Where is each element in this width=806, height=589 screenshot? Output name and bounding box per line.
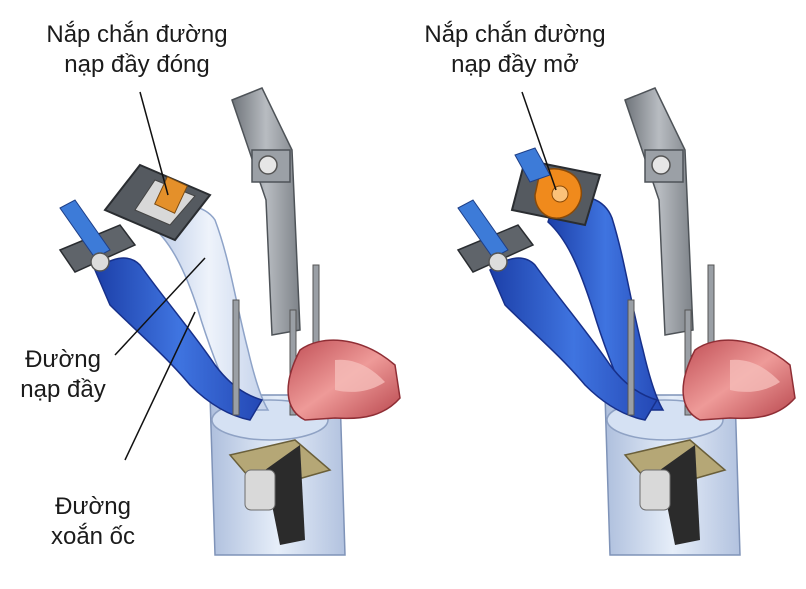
- label-flap-open-line1: Nắp chắn đường: [424, 21, 606, 48]
- sensor-left: [244, 469, 276, 511]
- valve-stem-left-1: [232, 299, 240, 416]
- right-assembly: [456, 87, 796, 556]
- label-fill-port-line2: nạp đầy: [20, 376, 106, 403]
- label-swirl-port-line1: Đường: [55, 493, 131, 520]
- label-flap-closed-line1: Nắp chắn đường: [46, 21, 228, 48]
- label-flap-open: Nắp chắn đường nạp đầy mở: [400, 20, 630, 80]
- leader-left-flap: [139, 91, 169, 196]
- leader-right-flap: [521, 91, 557, 191]
- lever-left: [59, 199, 111, 259]
- flap-closed-left: [154, 176, 188, 214]
- label-swirl-port: Đường xoắn ốc: [38, 492, 148, 552]
- label-fill-port: Đường nạp đầy: [8, 345, 118, 405]
- swirl-port-left: [94, 257, 264, 421]
- swirl-port-right: [489, 257, 659, 421]
- leader-fill-port: [114, 257, 206, 356]
- injector-right: [624, 87, 694, 336]
- injector-left: [231, 87, 301, 336]
- left-assembly: [58, 87, 401, 556]
- glow-plug-right: [660, 445, 700, 545]
- label-flap-open-line2: nạp đầy mở: [451, 51, 579, 78]
- glow-plug-left: [265, 445, 305, 545]
- label-swirl-port-line2: xoắn ốc: [50, 523, 136, 550]
- valve-stem-right-1: [627, 299, 635, 416]
- label-flap-closed: Nắp chắn đường nạp đầy đóng: [22, 20, 252, 80]
- label-flap-closed-line2: nạp đầy đóng: [64, 51, 210, 78]
- sensor-right: [639, 469, 671, 511]
- lever-right: [457, 199, 509, 259]
- label-fill-port-line1: Đường: [25, 346, 101, 373]
- leader-swirl-port: [124, 311, 196, 461]
